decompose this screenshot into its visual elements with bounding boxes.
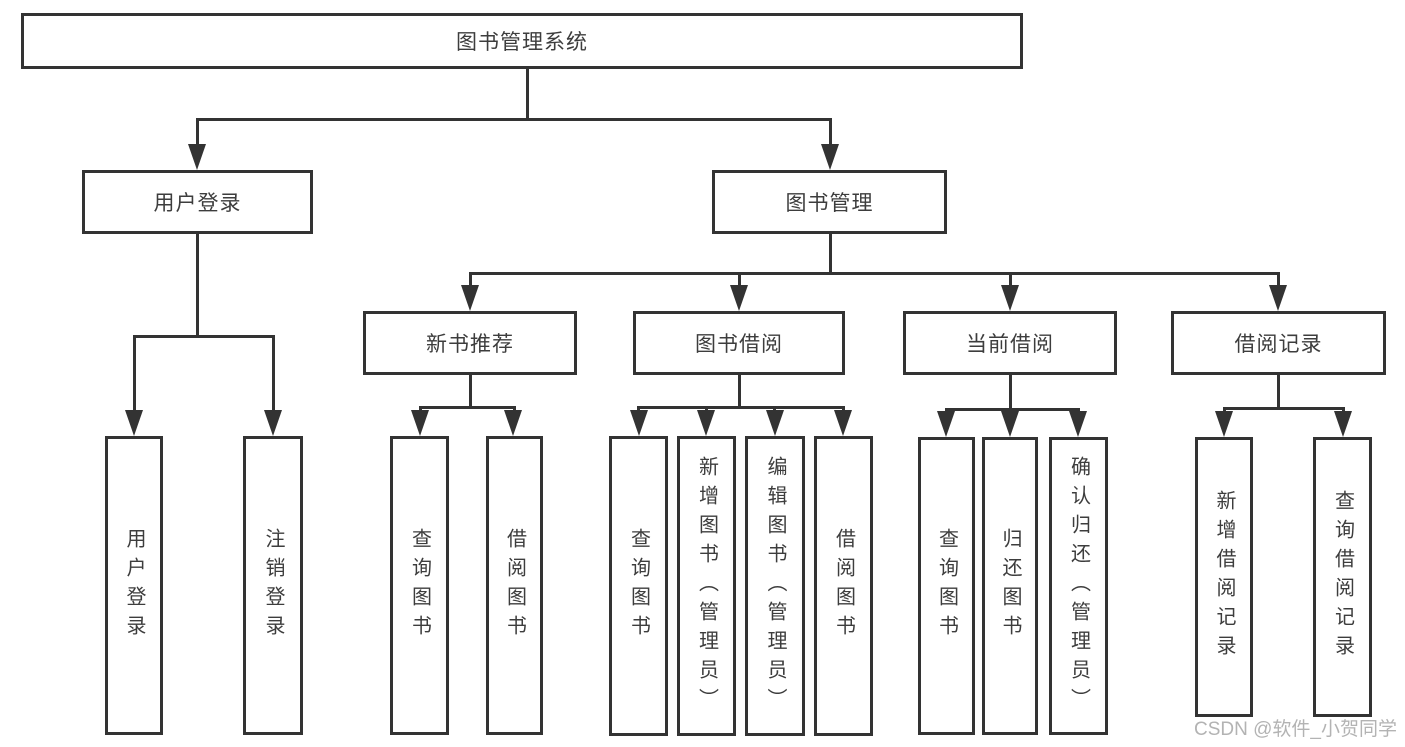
leaf-current-query-book-label: 查询图书	[935, 528, 958, 644]
arrow-down-icon	[264, 410, 282, 436]
node-book-borrowing: 图书借阅	[633, 311, 845, 375]
node-root-label: 图书管理系统	[456, 31, 588, 54]
leaf-rec-query-book: 查询图书	[390, 436, 449, 735]
node-book-borrowing-label: 图书借阅	[695, 333, 783, 356]
connector-current-rail	[945, 408, 1080, 411]
leaf-current-query-book: 查询图书	[918, 437, 975, 735]
leaf-add-borrow-record-label: 新增借阅记录	[1213, 490, 1235, 664]
connector-stem-login-logout	[272, 335, 275, 411]
arrow-down-icon	[630, 410, 648, 436]
leaf-return-book-label: 归还图书	[999, 528, 1021, 644]
leaf-query-borrow-record: 查询借阅记录	[1313, 437, 1372, 717]
arrow-down-icon	[188, 144, 206, 170]
connector-rec-rail	[419, 406, 516, 409]
connector-borrow-trunk	[738, 375, 741, 408]
connector-stem-login-user	[133, 335, 136, 411]
connector-level2-rail	[196, 118, 832, 121]
leaf-edit-book-admin: 编辑图书（管理员）	[745, 436, 805, 736]
arrow-down-icon	[697, 410, 715, 436]
arrow-down-icon	[937, 411, 955, 437]
leaf-user-login: 用户登录	[105, 436, 163, 735]
connector-login-trunk	[196, 234, 199, 337]
arrow-down-icon	[1269, 285, 1287, 311]
connector-stem-rec	[469, 272, 472, 287]
connector-records-trunk	[1277, 375, 1280, 409]
leaf-logout-label: 注销登录	[262, 527, 284, 644]
arrow-down-icon	[1001, 285, 1019, 311]
csdn-watermark: CSDN @软件_小贺同学	[1194, 719, 1397, 740]
leaf-add-book-admin-label: 新增图书（管理员）	[695, 455, 718, 717]
connector-mgmt-trunk	[829, 234, 832, 274]
node-borrowing-records: 借阅记录	[1171, 311, 1386, 375]
connector-stem-current	[1009, 272, 1012, 287]
node-user-login: 用户登录	[82, 170, 313, 234]
leaf-borrow-query-book: 查询图书	[609, 436, 668, 736]
node-book-management: 图书管理	[712, 170, 947, 234]
arrow-down-icon	[766, 410, 784, 436]
connector-level3-rail	[469, 272, 1280, 275]
leaf-confirm-return-admin-label: 确认归还（管理员）	[1067, 455, 1090, 717]
arrow-down-icon	[821, 144, 839, 170]
leaf-rec-borrow-book-label: 借阅图书	[503, 527, 526, 644]
leaf-query-borrow-record-label: 查询借阅记录	[1331, 490, 1354, 664]
arrow-down-icon	[1069, 411, 1087, 437]
node-borrowing-records-label: 借阅记录	[1234, 333, 1323, 356]
connector-stem-records	[1277, 272, 1280, 287]
node-current-borrowing-label: 当前借阅	[966, 333, 1054, 356]
leaf-user-login-label: 用户登录	[123, 527, 145, 644]
leaf-rec-borrow-book: 借阅图书	[486, 436, 543, 735]
connector-stem-login	[196, 118, 199, 146]
connector-rec-trunk	[469, 375, 472, 408]
arrow-down-icon	[834, 410, 852, 436]
leaf-return-book: 归还图书	[982, 437, 1038, 735]
arrow-down-icon	[125, 410, 143, 436]
node-root: 图书管理系统	[21, 13, 1023, 69]
leaf-confirm-return-admin: 确认归还（管理员）	[1049, 437, 1108, 735]
arrow-down-icon	[461, 285, 479, 311]
connector-root-trunk	[526, 69, 529, 121]
node-current-borrowing: 当前借阅	[903, 311, 1117, 375]
leaf-add-borrow-record: 新增借阅记录	[1195, 437, 1253, 717]
arrow-down-icon	[730, 285, 748, 311]
arrow-down-icon	[1215, 411, 1233, 437]
leaf-add-book-admin: 新增图书（管理员）	[677, 436, 736, 736]
connector-records-rail	[1223, 407, 1345, 410]
connector-current-trunk	[1009, 375, 1012, 410]
node-book-management-label: 图书管理	[785, 192, 874, 215]
leaf-borrow-query-book-label: 查询图书	[627, 528, 650, 644]
leaf-borrow-book: 借阅图书	[814, 436, 873, 736]
connector-stem-borrow	[738, 272, 741, 287]
arrow-down-icon	[504, 410, 522, 436]
arrow-down-icon	[411, 410, 429, 436]
leaf-rec-query-book-label: 查询图书	[408, 527, 431, 644]
connector-stem-mgmt	[829, 118, 832, 146]
node-new-book-recommend-label: 新书推荐	[426, 333, 514, 356]
leaf-logout: 注销登录	[243, 436, 303, 735]
node-new-book-recommend: 新书推荐	[363, 311, 577, 375]
leaf-edit-book-admin-label: 编辑图书（管理员）	[764, 455, 786, 717]
node-user-login-label: 用户登录	[153, 192, 242, 215]
arrow-down-icon	[1334, 411, 1352, 437]
arrow-down-icon	[1001, 411, 1019, 437]
leaf-borrow-book-label: 借阅图书	[832, 528, 855, 644]
connector-login-rail	[133, 335, 275, 338]
connector-borrow-rail	[637, 406, 845, 409]
